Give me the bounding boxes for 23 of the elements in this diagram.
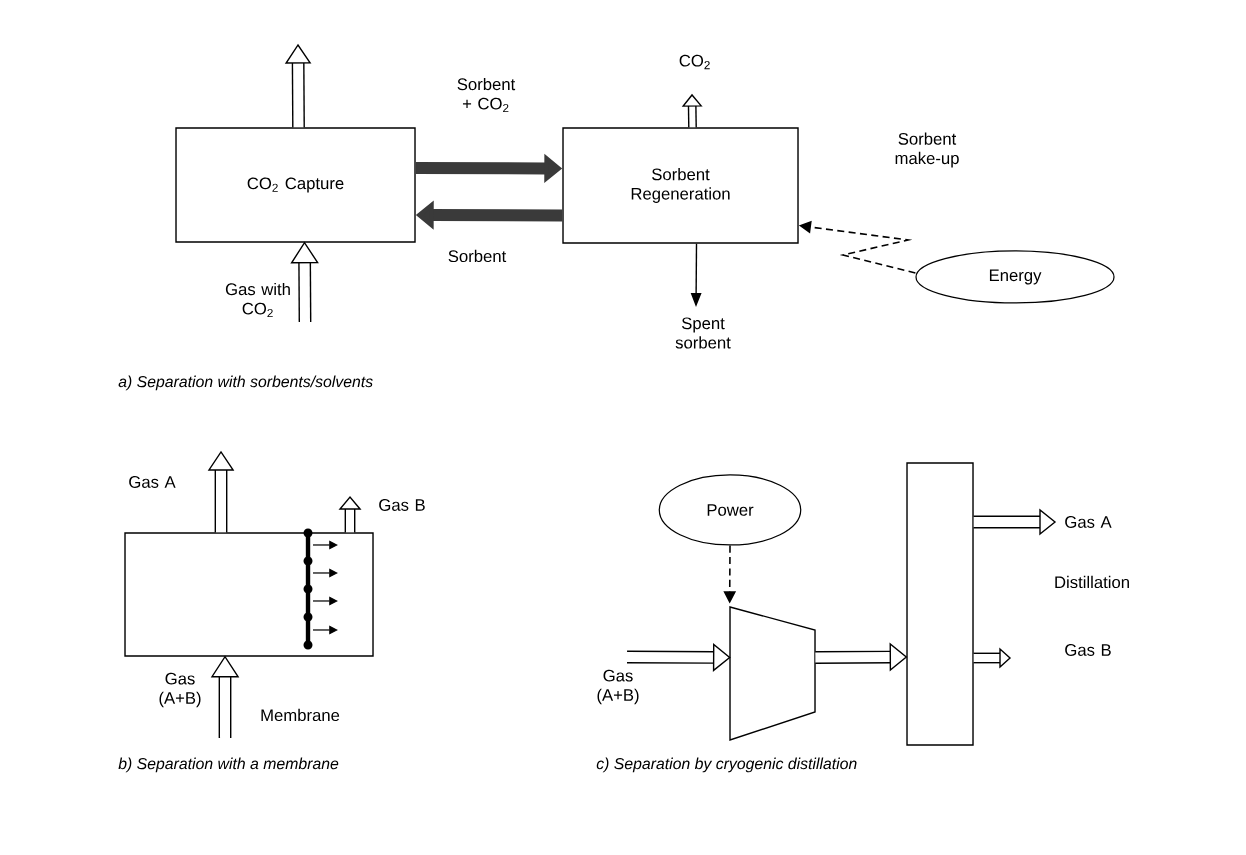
process-box [124,532,374,657]
caption: c) Separation by cryogenic distillation [596,757,857,773]
note-label: Distillation [1055,575,1129,589]
note-label: Membrane [261,708,340,722]
edge-label: Gas A [129,476,176,488]
edge-label: Sorbent [448,249,507,263]
process-box: CO$_{2}$ Capture [175,127,416,243]
edge-label: Sorbent + CO$_{2}$ [457,77,516,113]
edge-label: Gas (A+B) [597,669,639,705]
caption: b) Separation with a membrane [118,757,339,773]
process-box: Sorbent Regeneration [562,127,799,244]
edge-label: Gas A [1065,516,1112,528]
edge-label: Gas (A+B) [159,672,201,708]
edge-label: Gas B [379,499,425,511]
edge-label: Gas B [1065,644,1111,656]
caption: a) Separation with sorbents/solvents [118,375,373,391]
edge-label: CO$_{2}$ [679,54,710,70]
compressor-trapezoid [729,606,816,741]
note-label: Sorbent make-up [895,132,959,168]
hollow-arrow [290,241,319,323]
edge-label: Spent sorbent [675,317,731,349]
process-box [906,462,974,746]
edge-label: Gas with CO$_{2}$ [225,282,290,318]
